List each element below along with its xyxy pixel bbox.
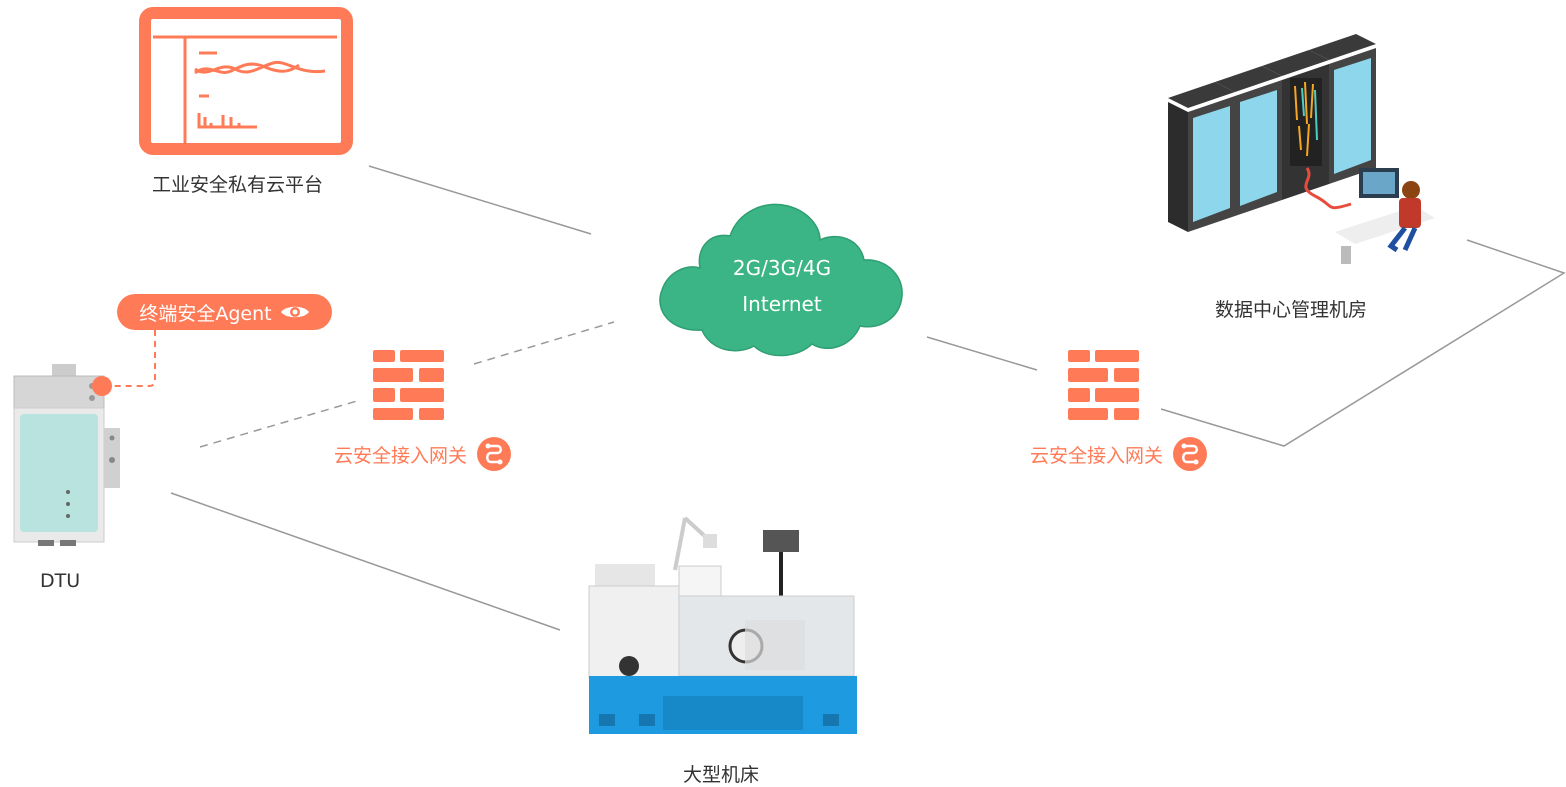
firewall-icon [1068,350,1139,420]
line-gateway-right-to-datacenter [1160,239,1566,447]
agent-label: 终端安全Agent [139,302,272,325]
dtu-device-icon [13,364,120,546]
gateway-left[interactable]: 云安全接入网关 [334,437,512,471]
data-center-label: 数据中心管理机房 [1215,299,1368,321]
internet-line2: Internet [742,292,822,316]
line-gateway-left-to-internet [473,321,615,365]
line-internet-to-gateway-right [926,336,1038,371]
cloud-icon [659,203,903,357]
agent-badge[interactable]: 终端安全Agent [117,294,332,330]
dashboard-monitor-icon [139,7,353,155]
server-room-icon [1168,34,1435,264]
lathe-machine-icon [588,516,857,734]
gateway-right-label: 云安全接入网关 [1030,444,1164,467]
line-agent-connector [110,330,156,387]
gateway-right[interactable]: 云安全接入网关 [1030,437,1208,471]
eye-icon [280,306,309,318]
link-icon [1173,437,1208,471]
firewall-icon [373,350,444,420]
link-icon [477,437,512,471]
internet-line1: 2G/3G/4G [732,256,832,280]
agent-dot [92,376,112,396]
dtu-label: DTU [40,570,81,592]
line-dtu-to-lathe [170,492,561,631]
line-platform-to-internet [368,165,592,235]
gateway-left-label: 云安全接入网关 [334,444,468,467]
cloud-platform-label: 工业安全私有云平台 [152,174,324,196]
lathe-label: 大型机床 [683,764,760,786]
